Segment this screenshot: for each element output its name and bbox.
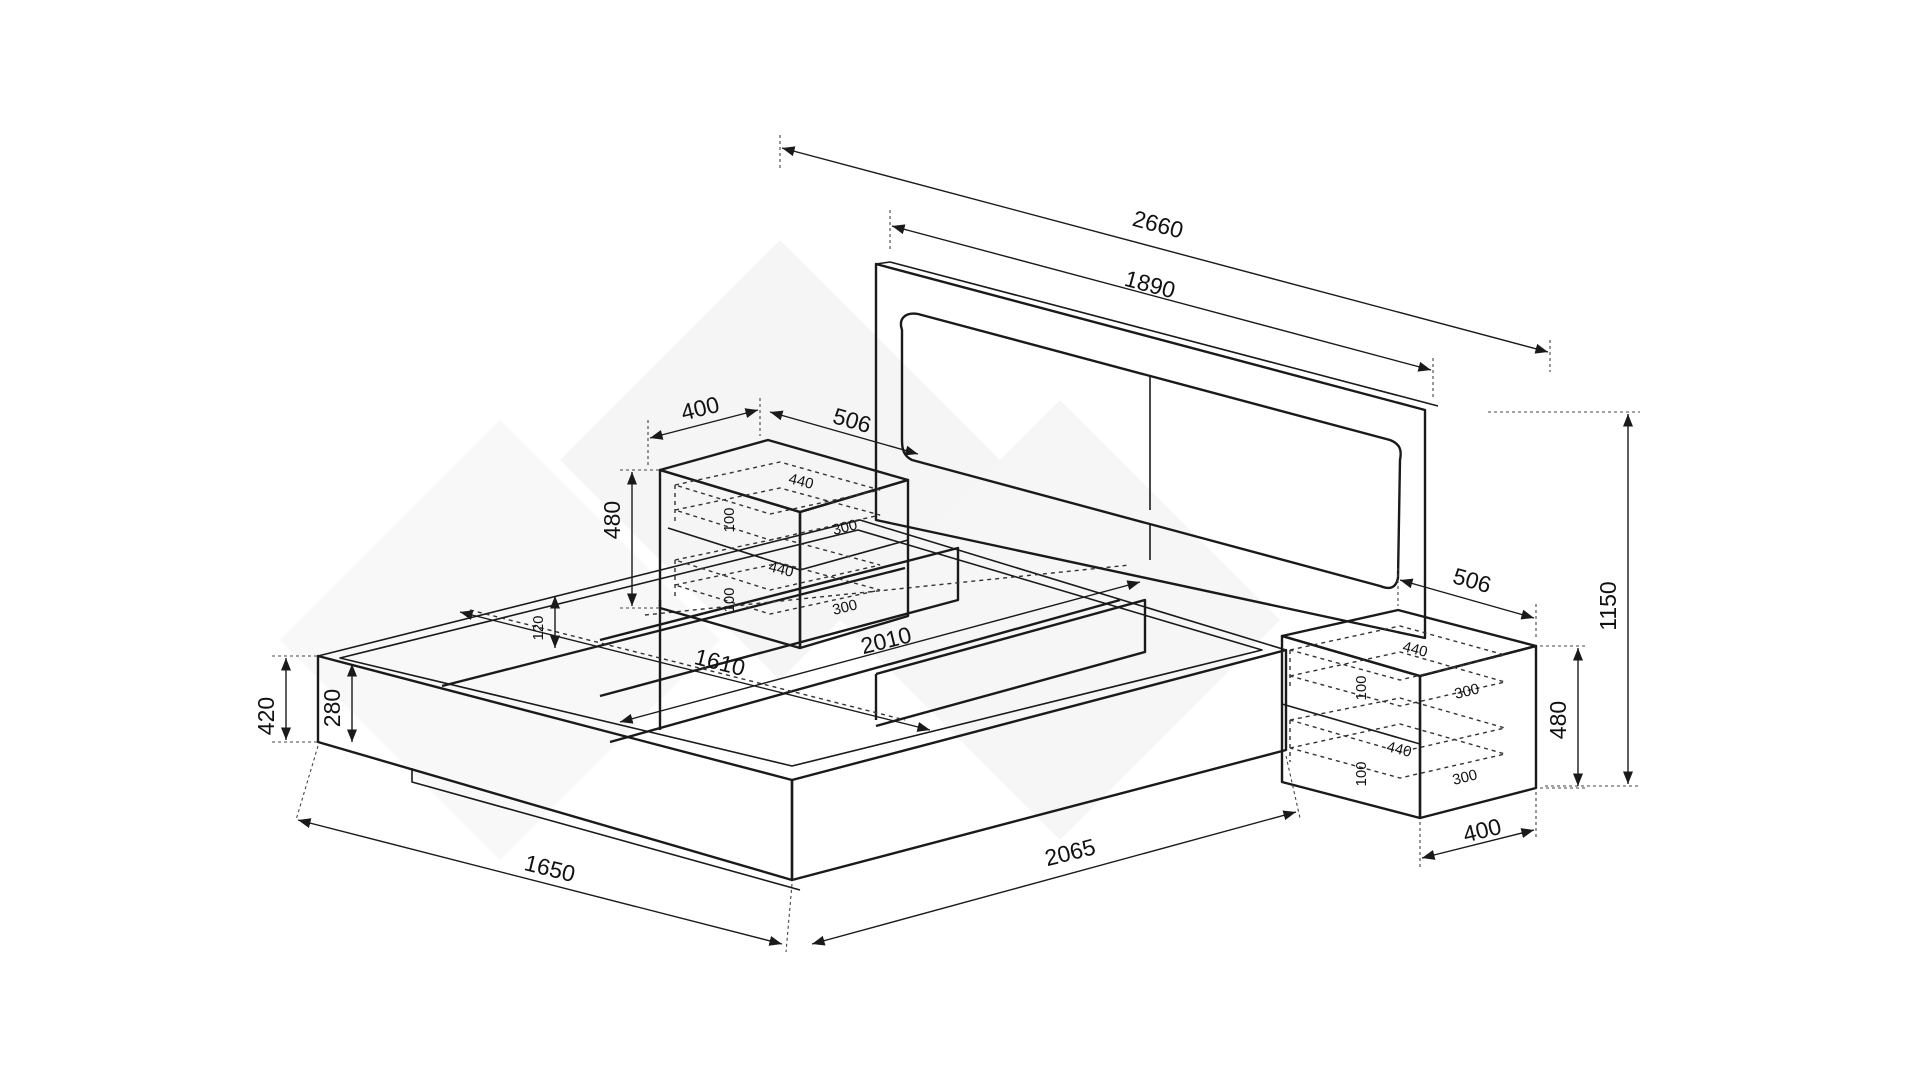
label-frame-height: 420 bbox=[253, 697, 279, 735]
label-right-nightstand-height: 480 bbox=[1545, 701, 1571, 739]
label-left-drawer2-depth: 300 bbox=[831, 596, 859, 619]
label-frame-width: 1650 bbox=[522, 849, 578, 887]
label-right-nightstand-width: 400 bbox=[1460, 813, 1504, 848]
label-right-nightstand-depth: 506 bbox=[1450, 563, 1494, 599]
label-left-drawer2-width: 440 bbox=[767, 558, 795, 581]
label-headboard-panel-width: 1890 bbox=[1122, 265, 1178, 303]
label-slat-support-height: 120 bbox=[530, 615, 547, 640]
label-left-drawer1-depth: 300 bbox=[831, 516, 859, 539]
label-side-height: 280 bbox=[319, 689, 345, 727]
right-nightstand bbox=[1280, 608, 1538, 820]
label-left-drawer1-width: 440 bbox=[787, 470, 815, 493]
label-right-drawer2-width: 440 bbox=[1385, 738, 1413, 761]
label-right-drawer2-depth: 300 bbox=[1451, 766, 1479, 789]
label-total-width: 2660 bbox=[1130, 205, 1186, 243]
label-left-nightstand-height: 480 bbox=[599, 501, 625, 539]
label-right-drawer1-depth: 300 bbox=[1453, 680, 1481, 703]
label-left-drawer1-height: 100 bbox=[721, 507, 738, 532]
label-right-drawer2-height: 100 bbox=[1353, 761, 1370, 786]
label-right-drawer1-width: 440 bbox=[1401, 638, 1429, 661]
label-headboard-height: 1150 bbox=[1595, 581, 1621, 630]
label-inner-width: 1610 bbox=[692, 643, 748, 681]
label-left-drawer2-height: 100 bbox=[721, 587, 738, 612]
dimension-lines bbox=[272, 135, 1640, 953]
label-frame-length: 2065 bbox=[1042, 833, 1098, 871]
label-right-drawer1-height: 100 bbox=[1353, 675, 1370, 700]
